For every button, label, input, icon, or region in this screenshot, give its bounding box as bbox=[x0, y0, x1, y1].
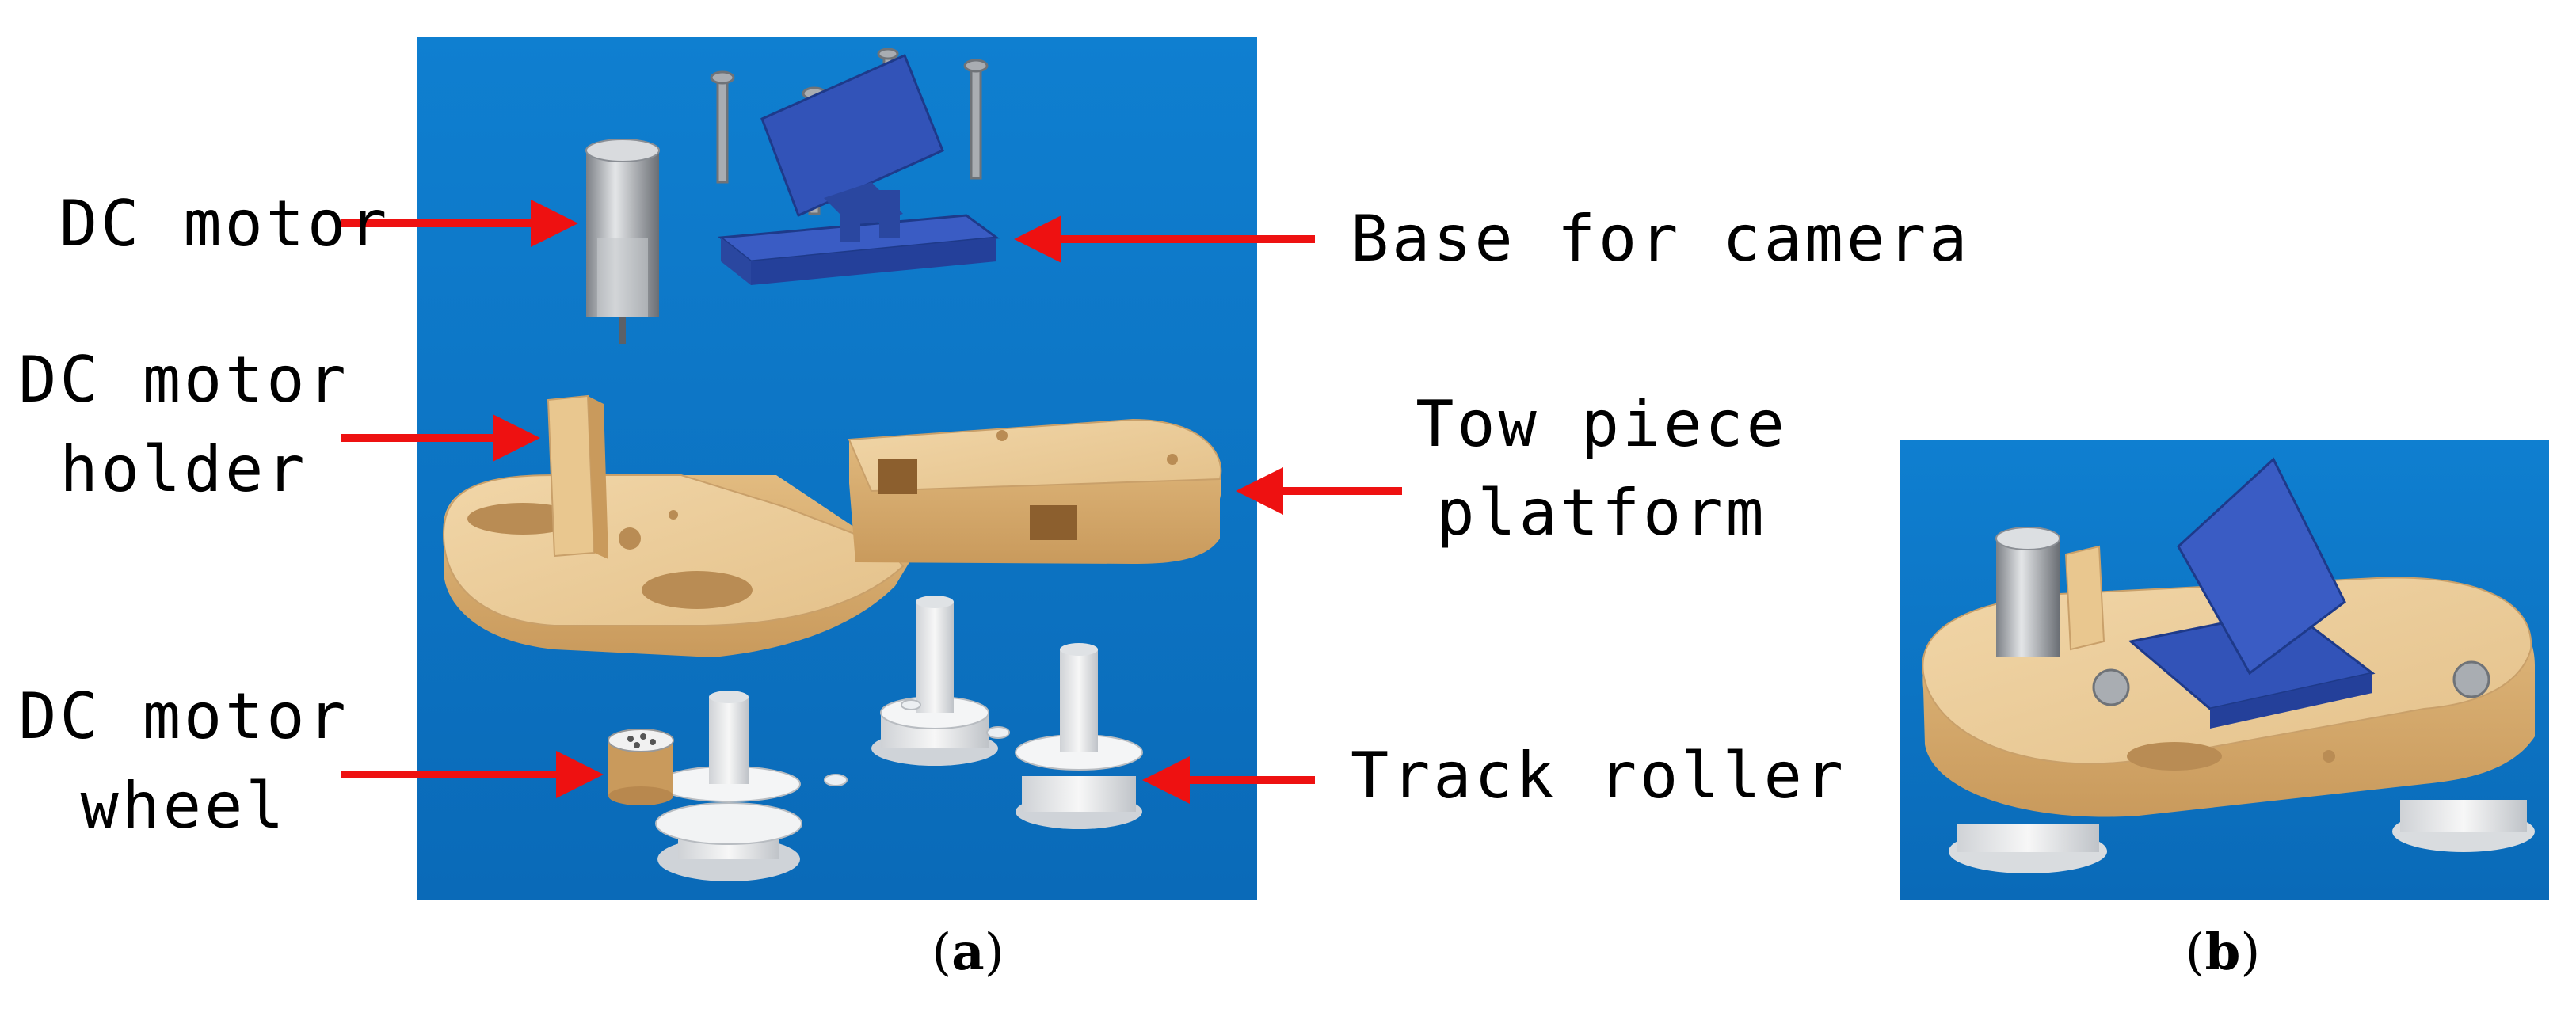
caption-a-letter: a bbox=[951, 923, 985, 982]
right-platform bbox=[848, 418, 1222, 564]
motor-holder-part bbox=[547, 394, 608, 559]
label-base-for-camera: Base for camera bbox=[1351, 202, 1971, 276]
label-dc-motor-holder-line1: DC motor bbox=[18, 343, 349, 417]
camera-base-exploded bbox=[718, 53, 1000, 285]
caption-b: (b) bbox=[2185, 923, 2261, 982]
label-dc-motor: DC motor bbox=[59, 187, 391, 261]
track-roller-2 bbox=[871, 596, 998, 766]
label-tow-piece-platform-line2: platform bbox=[1436, 476, 1767, 550]
dc-motor-part bbox=[585, 139, 660, 344]
caption-b-letter: b bbox=[2204, 923, 2241, 982]
panel-a bbox=[341, 37, 1402, 900]
track-roller-3 bbox=[1015, 643, 1143, 829]
panel-b bbox=[1900, 440, 2549, 900]
label-dc-motor-holder-line2: holder bbox=[59, 432, 308, 506]
caption-a: (a) bbox=[932, 923, 1004, 982]
label-tow-piece-platform-line1: Tow piece bbox=[1416, 387, 1788, 461]
track-roller-1 bbox=[655, 691, 802, 881]
small-washers bbox=[824, 699, 1010, 786]
arrows-panel-a bbox=[341, 200, 1402, 804]
motor-wheel-part bbox=[608, 729, 674, 805]
label-dc-motor-wheel-line1: DC motor bbox=[18, 679, 349, 753]
label-dc-motor-wheel-line2: wheel bbox=[80, 769, 288, 843]
label-track-roller: Track roller bbox=[1351, 739, 1846, 813]
